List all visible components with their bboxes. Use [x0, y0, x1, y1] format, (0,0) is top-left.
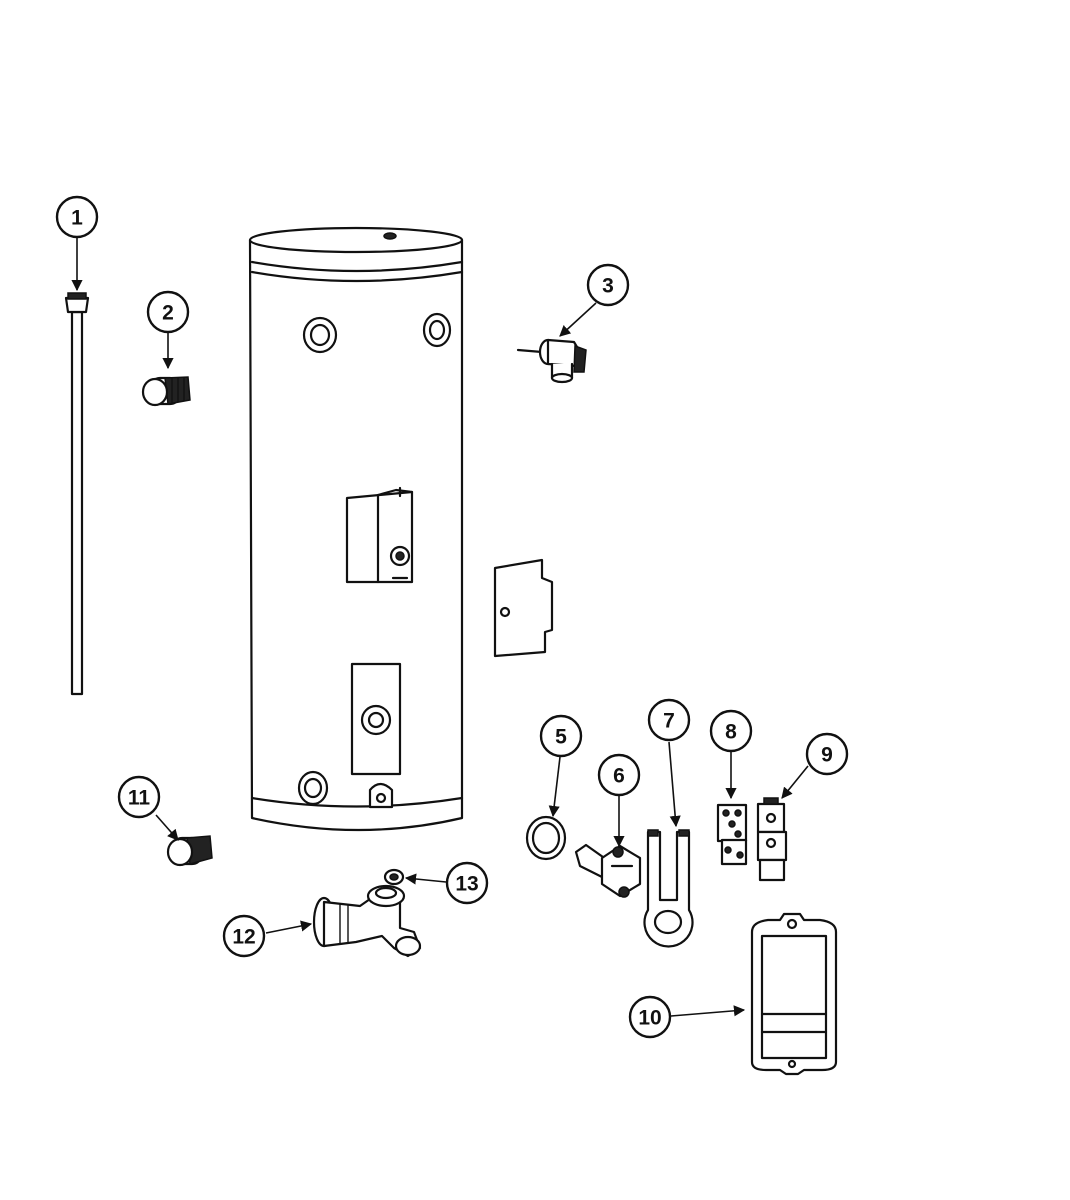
tank-inlet-port: [302, 316, 338, 354]
part-2-nipple: [141, 376, 191, 407]
part-8-thermostat: [716, 803, 748, 866]
leader-9: [781, 765, 809, 799]
part-5-gasket: [525, 815, 567, 861]
lower-element-box: [350, 662, 402, 776]
callout-11-label: 11: [128, 787, 151, 810]
part-6-element: [574, 843, 642, 898]
part-7-element-clamp: [643, 829, 694, 948]
callout-7-label: 7: [663, 710, 675, 733]
callout-13-label: 13: [455, 873, 478, 896]
callout-6-label: 6: [613, 765, 625, 788]
leader-11: [155, 814, 179, 841]
callout-9: 9: [805, 732, 849, 776]
leader-10: [670, 1005, 746, 1017]
part-1-anode-rod: [64, 292, 90, 696]
callout-5: 5: [539, 714, 583, 758]
part-11-nipple: [166, 835, 213, 867]
water-heater-tank: [248, 226, 464, 832]
tank-drain-port: [297, 770, 329, 806]
callout-8-label: 8: [725, 721, 737, 744]
leader-3: [559, 302, 597, 337]
callout-1-label: 1: [71, 207, 83, 230]
callout-12-label: 12: [232, 926, 255, 949]
callout-12: 12: [222, 914, 266, 958]
part-12-drain-valve: [312, 884, 422, 958]
leader-7: [668, 741, 681, 828]
part-9-cutoff: [756, 797, 788, 882]
bottom-bracket: [368, 782, 394, 809]
callout-10: 10: [628, 995, 672, 1039]
leader-13: [404, 873, 447, 885]
callout-10-label: 10: [638, 1007, 661, 1030]
callout-2: 2: [146, 290, 190, 334]
callout-9-label: 9: [821, 744, 833, 767]
tank-outlet-port: [422, 312, 452, 348]
callout-6: 6: [597, 753, 641, 797]
callout-5-label: 5: [555, 726, 567, 749]
leader-5: [548, 756, 561, 818]
callout-3: 3: [586, 263, 630, 307]
callout-11: 11: [117, 775, 161, 819]
callout-8: 8: [709, 709, 753, 753]
callout-2-label: 2: [162, 302, 174, 325]
part-13-washer: [383, 868, 405, 886]
upper-cover-plate: [493, 558, 554, 658]
callout-13: 13: [445, 861, 489, 905]
callout-3-label: 3: [602, 275, 614, 298]
part-3-relief-valve: [516, 338, 587, 384]
leader-12: [265, 920, 313, 934]
part-10-access-cover: [750, 912, 838, 1076]
leader-arrows: [71, 238, 809, 1017]
callout-7: 7: [647, 698, 691, 742]
callout-1: 1: [55, 195, 99, 239]
upper-element-box: [345, 486, 414, 584]
